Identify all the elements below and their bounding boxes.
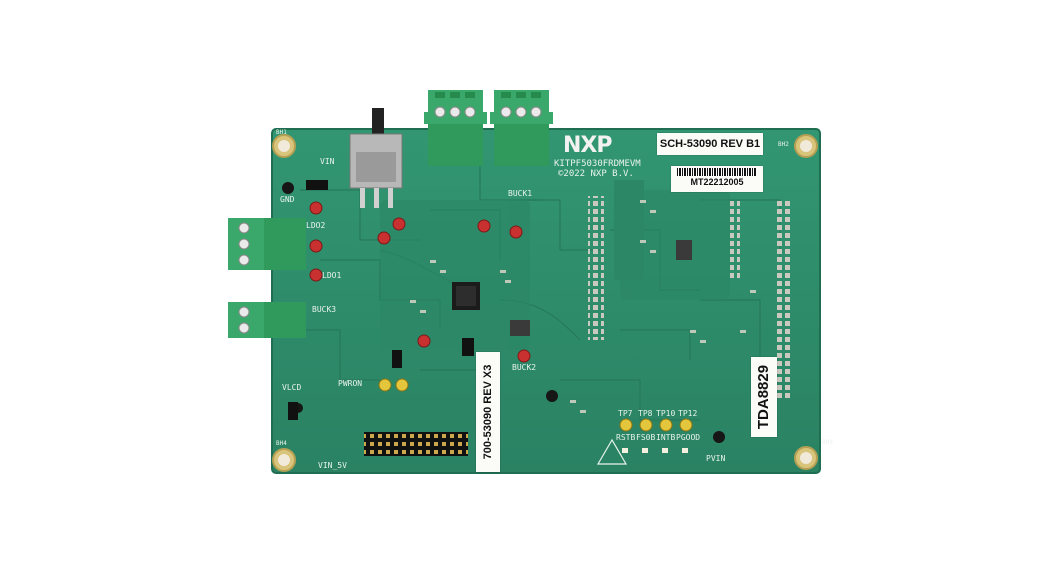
mounting-holes xyxy=(272,134,818,472)
barcode xyxy=(677,168,757,176)
silk-tp10: TP10 xyxy=(656,409,676,418)
terminal-block-left-lower xyxy=(228,302,306,338)
pin-header-left-column xyxy=(588,180,644,340)
nxp-logo: NXP xyxy=(563,133,612,158)
silk-buck3: BUCK3 xyxy=(312,305,337,314)
silk-bh2: BH2 xyxy=(778,141,789,148)
silk-pwron: PWRON xyxy=(338,379,363,388)
chip-label: TDA8829 xyxy=(751,357,777,437)
smd-components xyxy=(410,200,756,413)
terminal-block-left-upper xyxy=(228,218,306,270)
silk-vlcd: VLCD xyxy=(282,383,302,392)
trace-areas xyxy=(380,190,730,350)
silk-fs0b: FS0B xyxy=(636,433,656,442)
test-points-red xyxy=(309,201,531,363)
silk-tp12: TP12 xyxy=(678,409,698,418)
model-label: KITPF5030FRDMEVM xyxy=(554,159,641,169)
silk-tp7: TP7 xyxy=(618,409,633,418)
silk-tp8: TP8 xyxy=(638,409,653,418)
schematic-label: SCH-53090 REV B1 xyxy=(657,133,763,155)
silk-bh3: BH3 xyxy=(822,439,833,446)
serial-text: MT22212005 xyxy=(690,177,744,187)
silk-ldo2: LDO2 xyxy=(306,221,326,230)
silk-intb: INTB xyxy=(656,433,676,442)
silk-buck1: BUCK1 xyxy=(508,189,533,198)
test-points-black xyxy=(282,182,725,443)
jumpers xyxy=(288,180,474,420)
silk-ldo1: LDO1 xyxy=(322,271,342,280)
copyright-label: ©2022 NXP B.V. xyxy=(558,169,634,179)
test-points-yellow xyxy=(378,378,693,432)
slide-switch xyxy=(349,108,403,208)
main-ic xyxy=(452,282,480,310)
silk-bh1: BH1 xyxy=(276,129,287,136)
secondary-ic xyxy=(510,240,692,336)
silk-bh4: BH4 xyxy=(276,440,287,447)
silk-pgood: PGOOD xyxy=(676,433,701,442)
terminal-block-top-left xyxy=(424,90,487,166)
silk-pvin: PVIN xyxy=(706,454,726,463)
silk-rstb: RSTB xyxy=(616,433,636,442)
silk-buck2: BUCK2 xyxy=(512,363,537,372)
serial-label: MT22212005 xyxy=(671,166,763,192)
esd-warning-icon xyxy=(596,438,628,465)
silk-vin-5v: VIN_5V xyxy=(318,461,347,470)
status-leds xyxy=(622,448,688,453)
silk-gnd: GND xyxy=(280,195,295,204)
pin-header-bottom xyxy=(364,432,468,456)
silk-vin: VIN xyxy=(320,157,335,166)
pin-header-right-columns xyxy=(730,200,790,400)
pcb-revision-label: 700-53090 REV X3 xyxy=(476,352,500,472)
terminal-block-top-right xyxy=(490,90,553,166)
